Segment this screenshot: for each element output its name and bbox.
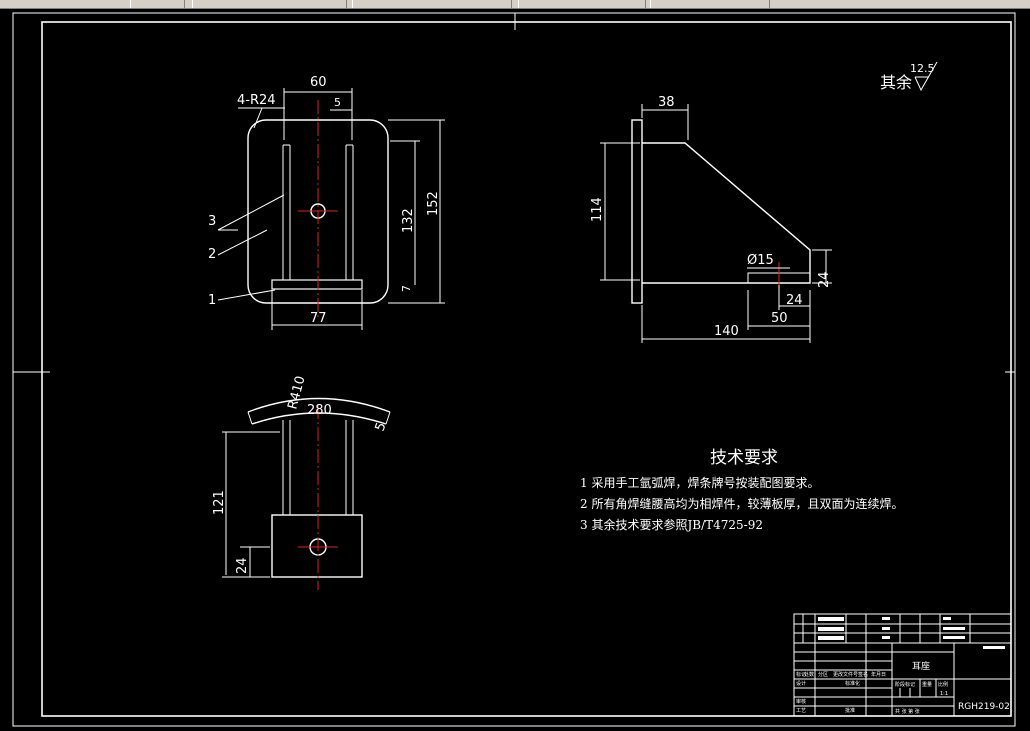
top-arc-outer [247,397,391,413]
tb-weight: 重量 [922,681,932,688]
tb-row-label-3: 分区 [818,671,828,678]
tb-scale-label: 比例 [938,681,948,688]
toolbar-segment-5[interactable] [650,0,770,8]
dim-121: 121 [212,490,227,515]
side-view: 38 114 Ø15 24 24 50 140 [590,95,832,343]
tb-sheet-info: 共 张 第 张 [895,708,920,715]
drawing-canvas[interactable]: 其余 12.5 60 4-R24 5 152 132 7 [0,9,1030,731]
surface-roughness-symbol: 其余 12.5 [880,61,938,92]
dim-24-right: 24 [817,271,832,288]
tb-drawing-number: RGH219-02 [958,702,1010,712]
surface-roughness-value: 12.5 [910,62,935,75]
front-view: 60 4-R24 5 152 132 7 77 3 2 1 [208,75,445,330]
dim-60: 60 [310,75,327,90]
tb-row-label-5: 签名 [858,671,868,678]
dim-24-bottom: 24 [786,293,803,308]
tb-process: 工艺 [796,708,806,714]
cad-drawing: 其余 12.5 60 4-R24 5 152 132 7 [12,12,1016,727]
toolbar-segment-4[interactable] [518,0,646,8]
title-block [793,613,1012,717]
surface-symbol-label: 其余 [880,73,912,92]
dim-4-r24: 4-R24 [237,93,276,108]
tb-scale-value: 1:1 [940,691,948,697]
tb-row-label-4: 更改文件号 [833,671,858,678]
dim-50: 50 [771,311,788,326]
dim-24-top-view: 24 [235,557,250,574]
side-gusset [642,142,811,284]
top-base-plate [271,514,363,578]
sheet-inner-border [41,21,1012,717]
title-block-text: 耳座 标记 处数 分区 更改文件号 签名 年月日 设计 标准化 审核 工艺 批准… [796,660,1010,715]
tb-review: 审核 [796,698,806,705]
callout-2: 2 [208,247,216,262]
title-block-frame [793,613,1012,717]
technical-requirements: 技术要求 1 采用手工氩弧焊，焊条牌号按装配图要求。 2 所有角焊缝腰高均为相焊… [580,448,903,532]
dim-r410: R410 [285,374,308,411]
tech-req-title: 技术要求 [710,448,778,468]
tech-req-item-1: 1 采用手工氩弧焊，焊条牌号按装配图要求。 [580,475,819,490]
dim-132: 132 [401,208,416,233]
dim-152: 152 [426,191,441,216]
toolbar-segment-3[interactable] [352,0,512,8]
callout-3: 3 [208,214,216,229]
sheet-center-marks [13,13,1015,373]
dim-280: 280 [307,403,332,418]
title-block-redactions [818,617,1005,649]
tb-row-label-2: 处数 [804,671,814,678]
toolbar-segment-2[interactable] [192,0,347,8]
dim-77: 77 [310,311,327,326]
callout-1: 1 [208,293,216,308]
tb-standardize: 标准化 [845,680,860,687]
tb-row-label-6: 年月日 [871,671,886,678]
dim-38: 38 [658,95,675,110]
tb-approve: 批准 [845,707,855,714]
tb-row-label-1: 标记 [796,671,806,678]
dim-hole-15: Ø15 [747,253,774,268]
dim-7: 7 [400,285,413,292]
top-view: R410 280 5 121 24 [212,374,391,590]
tech-req-item-3: 3 其余技术要求参照JB/T4725-92 [580,517,763,532]
tech-req-item-2: 2 所有角焊缝腰高均为相焊件，较薄板厚，且双面为连续焊。 [580,496,903,511]
tb-stage-mark: 阶段标记 [895,681,915,688]
side-base-plate [631,119,643,304]
toolbar-segment-1[interactable] [130,0,185,8]
application-toolbar [0,0,1030,9]
dim-5: 5 [334,96,341,109]
tb-part-name: 耳座 [912,660,930,672]
tb-design: 设计 [796,680,806,687]
dim-114: 114 [590,197,605,222]
sheet-outer-border [12,12,1016,727]
dim-140: 140 [714,324,739,339]
